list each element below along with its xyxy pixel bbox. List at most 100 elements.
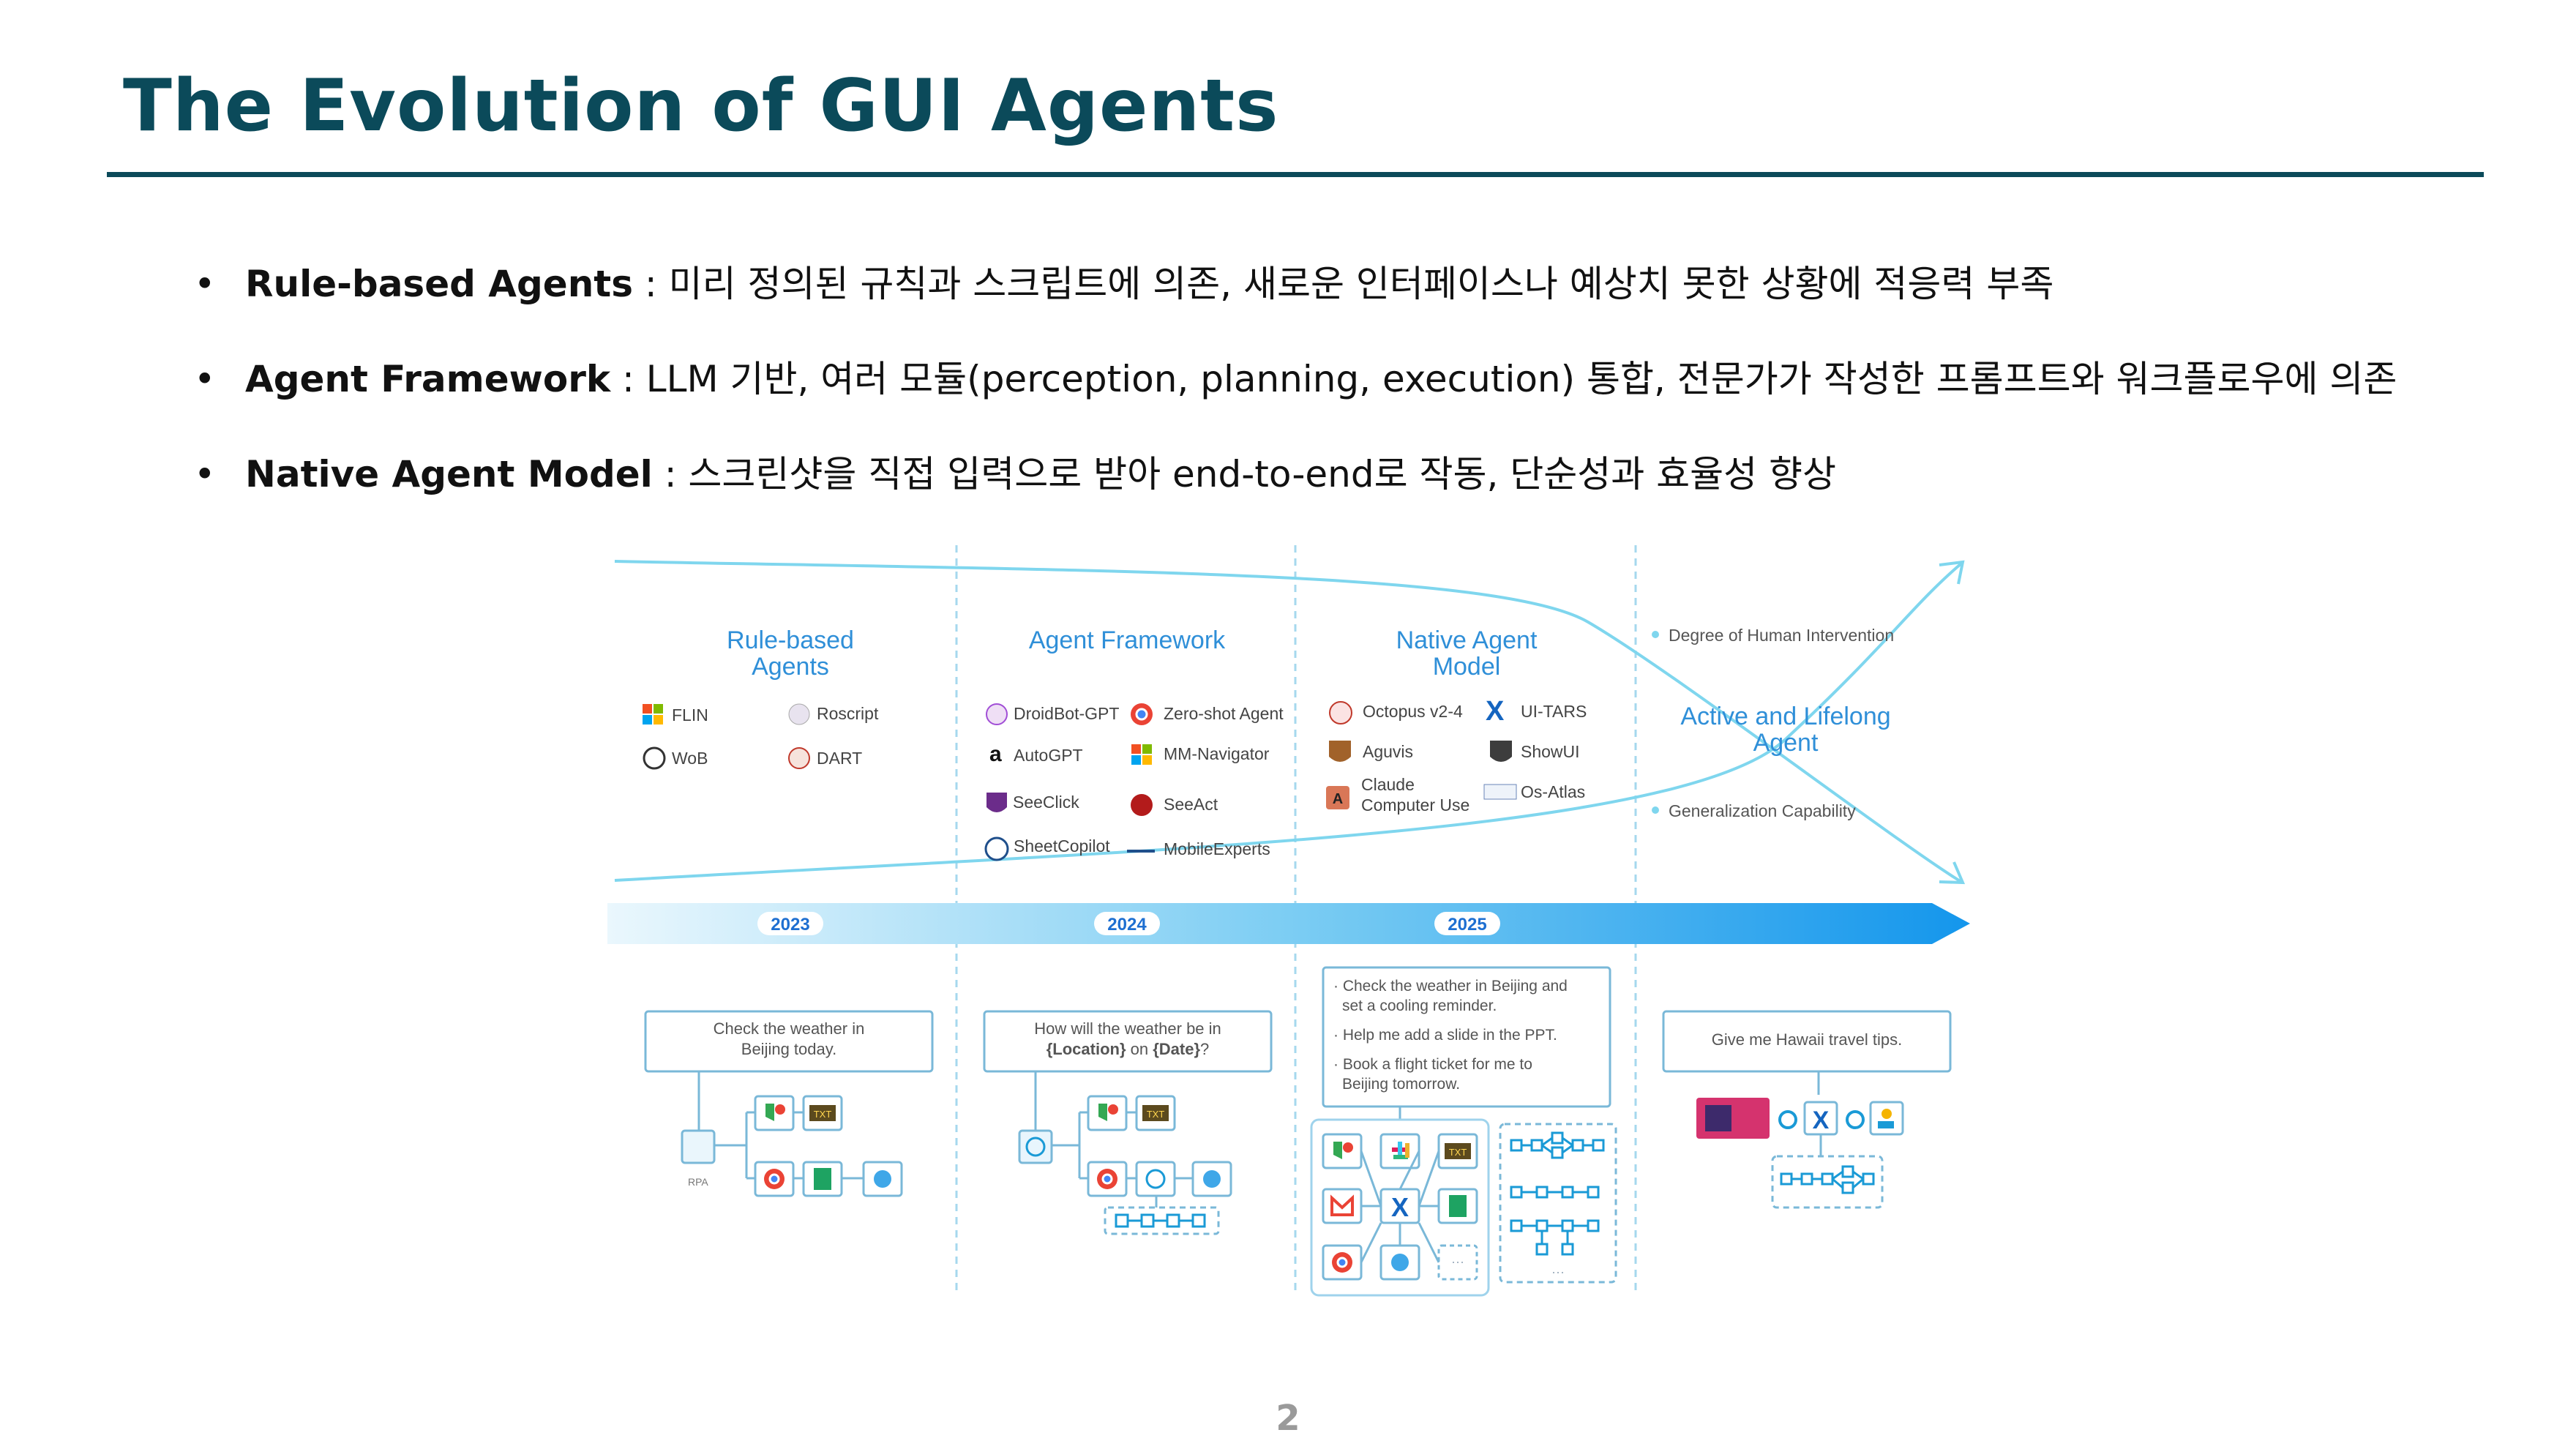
maps-icon-glyph — [765, 1104, 774, 1121]
dart-icon — [788, 747, 810, 769]
stage-framework-line1: Agent Framework — [1029, 626, 1226, 654]
amazon-icon: a — [989, 742, 1002, 766]
stage-rule-line1: Rule-based — [727, 626, 854, 654]
sheets-glyph-icon — [1449, 1195, 1467, 1217]
chrome-center-icon — [1336, 1257, 1348, 1268]
txt-badge-icon — [1445, 1143, 1471, 1159]
maps-icon-glyph — [1098, 1104, 1107, 1121]
agent-roscript: Roscript — [817, 704, 879, 723]
more-apps-ellipsis: ··· — [1451, 1254, 1464, 1269]
bullet-native-agent: •Native Agent Model : 스크린샷을 직접 입력으로 받아 e… — [194, 445, 1836, 498]
bullet-term: Native Agent Model — [245, 453, 653, 495]
agent-os-atlas: Os-Atlas — [1521, 782, 1585, 801]
chatgpt-glyph-icon — [1145, 1169, 1166, 1189]
task-lifelong: Give me Hawaii travel tips. — [1712, 1030, 1902, 1049]
task-box-framework — [983, 1010, 1273, 1073]
slide-title: The Evolution of GUI Agents — [123, 64, 1279, 148]
maps-pin-icon — [775, 1104, 785, 1115]
agent-droidbot-gpt: DroidBot-GPT — [1014, 704, 1119, 723]
native-grid-connectors — [1360, 1150, 1440, 1263]
user-head-icon — [1882, 1109, 1892, 1119]
timeline-arrow — [607, 903, 1970, 944]
chrome-center-icon — [768, 1173, 780, 1185]
sheets-glyph-icon — [814, 1168, 831, 1190]
hawaii-photo-detail-icon — [1705, 1105, 1731, 1131]
refresh-icon — [1778, 1110, 1797, 1129]
agent-seeact: SeeAct — [1164, 795, 1218, 814]
chrome-icon — [1131, 703, 1153, 725]
agent-flin: FLIN — [672, 705, 708, 724]
cloud-icon — [874, 1170, 891, 1188]
agent-seeclick: SeeClick — [1013, 793, 1079, 812]
droidbot-icon — [986, 703, 1008, 725]
txt-icon-label: TXT — [814, 1109, 832, 1120]
task-native-line4: · Book a flight ticket for me to — [1333, 1056, 1532, 1073]
os-atlas-icon — [1483, 784, 1517, 800]
year-2023: 2023 — [771, 915, 809, 935]
page-number: 2 — [1276, 1398, 1300, 1439]
bullet-marker: • — [194, 358, 216, 400]
more-apps-icon — [1437, 1244, 1478, 1281]
bullet-rule-based: •Rule-based Agents : 미리 정의된 규칙과 스크립트에 의존… — [194, 255, 2053, 307]
stage-rule-line2: Agents — [752, 653, 829, 681]
stage-lifelong-line1: Active and Lifelong — [1680, 703, 1890, 730]
chrome-center-icon — [1101, 1173, 1113, 1185]
ohio-state-icon — [1131, 794, 1153, 816]
year-2024: 2024 — [1107, 915, 1147, 935]
hku-shield-icon — [1329, 741, 1351, 762]
bullet-term: Rule-based Agents — [245, 263, 633, 305]
showui-shield-icon — [1490, 741, 1512, 762]
agent-mobileexperts: MobileExperts — [1164, 839, 1270, 858]
native-plan-nodes-icon — [1510, 1131, 1605, 1256]
plan-ellipsis: ··· — [1551, 1265, 1565, 1279]
lifelong-plan-box — [1771, 1155, 1884, 1209]
maps-icon-glyph — [1333, 1142, 1342, 1159]
txt-badge-icon — [1142, 1105, 1169, 1121]
ui-tars-icon: X — [1813, 1107, 1830, 1134]
txt-icon-label: TXT — [1449, 1147, 1467, 1158]
task-box-lifelong — [1662, 1010, 1952, 1073]
sheetcopilot-icon — [984, 836, 1009, 861]
task-framework-line1: How will the weather be in — [1034, 1019, 1221, 1038]
legend-dot-icon — [1652, 806, 1659, 814]
year-pill — [1434, 912, 1500, 935]
legend-human-intervention: Degree of Human Intervention — [1669, 626, 1894, 645]
chatgpt-tool-icon — [1135, 1161, 1176, 1197]
legend-dot-icon — [1652, 631, 1659, 638]
human-intervention-curve — [614, 560, 1963, 883]
chatgpt-glyph-icon — [1025, 1137, 1046, 1157]
task-rule-line1: Check the weather in — [714, 1019, 865, 1038]
stage-native-line2: Model — [1433, 653, 1501, 681]
slack-glyph-icon — [1392, 1142, 1409, 1159]
bullet-text: : LLM 기반, 여러 모듈(perception, planning, ex… — [610, 358, 2397, 400]
native-app-grid — [1310, 1118, 1490, 1297]
task-native-line3: · Help me add a slide in the PPT. — [1333, 1027, 1557, 1044]
year-pill — [757, 912, 823, 935]
windows-icon — [643, 704, 663, 724]
task-native-line5: Beijing tomorrow. — [1342, 1076, 1460, 1093]
microsoft-icon — [1131, 744, 1152, 765]
roscript-icon — [788, 703, 810, 725]
agent-octopus: Octopus v2-4 — [1363, 702, 1463, 721]
legend-generalization: Generalization Capability — [1669, 801, 1856, 820]
user-body-icon — [1878, 1121, 1894, 1128]
bullet-text: : 미리 정의된 규칙과 스크립트에 의존, 새로운 인터페이스나 예상치 못한… — [632, 263, 2054, 305]
lifelong-plan-nodes-icon — [1780, 1165, 1875, 1194]
txt-icon-label: TXT — [1147, 1109, 1165, 1120]
agent-claude: Claude — [1361, 775, 1415, 794]
ui-tars-icon: X — [1486, 696, 1505, 727]
stage-native-line1: Native Agent — [1396, 626, 1538, 654]
agent-wob: WoB — [672, 749, 708, 768]
stanford-icon — [1329, 701, 1352, 724]
task-native-line2: set a cooling reminder. — [1342, 997, 1497, 1014]
bullet-marker: • — [194, 453, 216, 495]
anthropic-icon — [1326, 786, 1349, 809]
title-underline — [107, 172, 2484, 177]
bullet-agent-framework: •Agent Framework : LLM 기반, 여러 모듈(percept… — [194, 350, 2397, 402]
native-plan-box — [1499, 1123, 1617, 1284]
txt-badge-icon — [809, 1105, 836, 1121]
workflow-framework — [1034, 1071, 1193, 1208]
agent-aguvis: Aguvis — [1363, 742, 1413, 761]
agent-mm-navigator: MM-Navigator — [1164, 744, 1270, 763]
plan-chain-icon — [1104, 1206, 1220, 1235]
